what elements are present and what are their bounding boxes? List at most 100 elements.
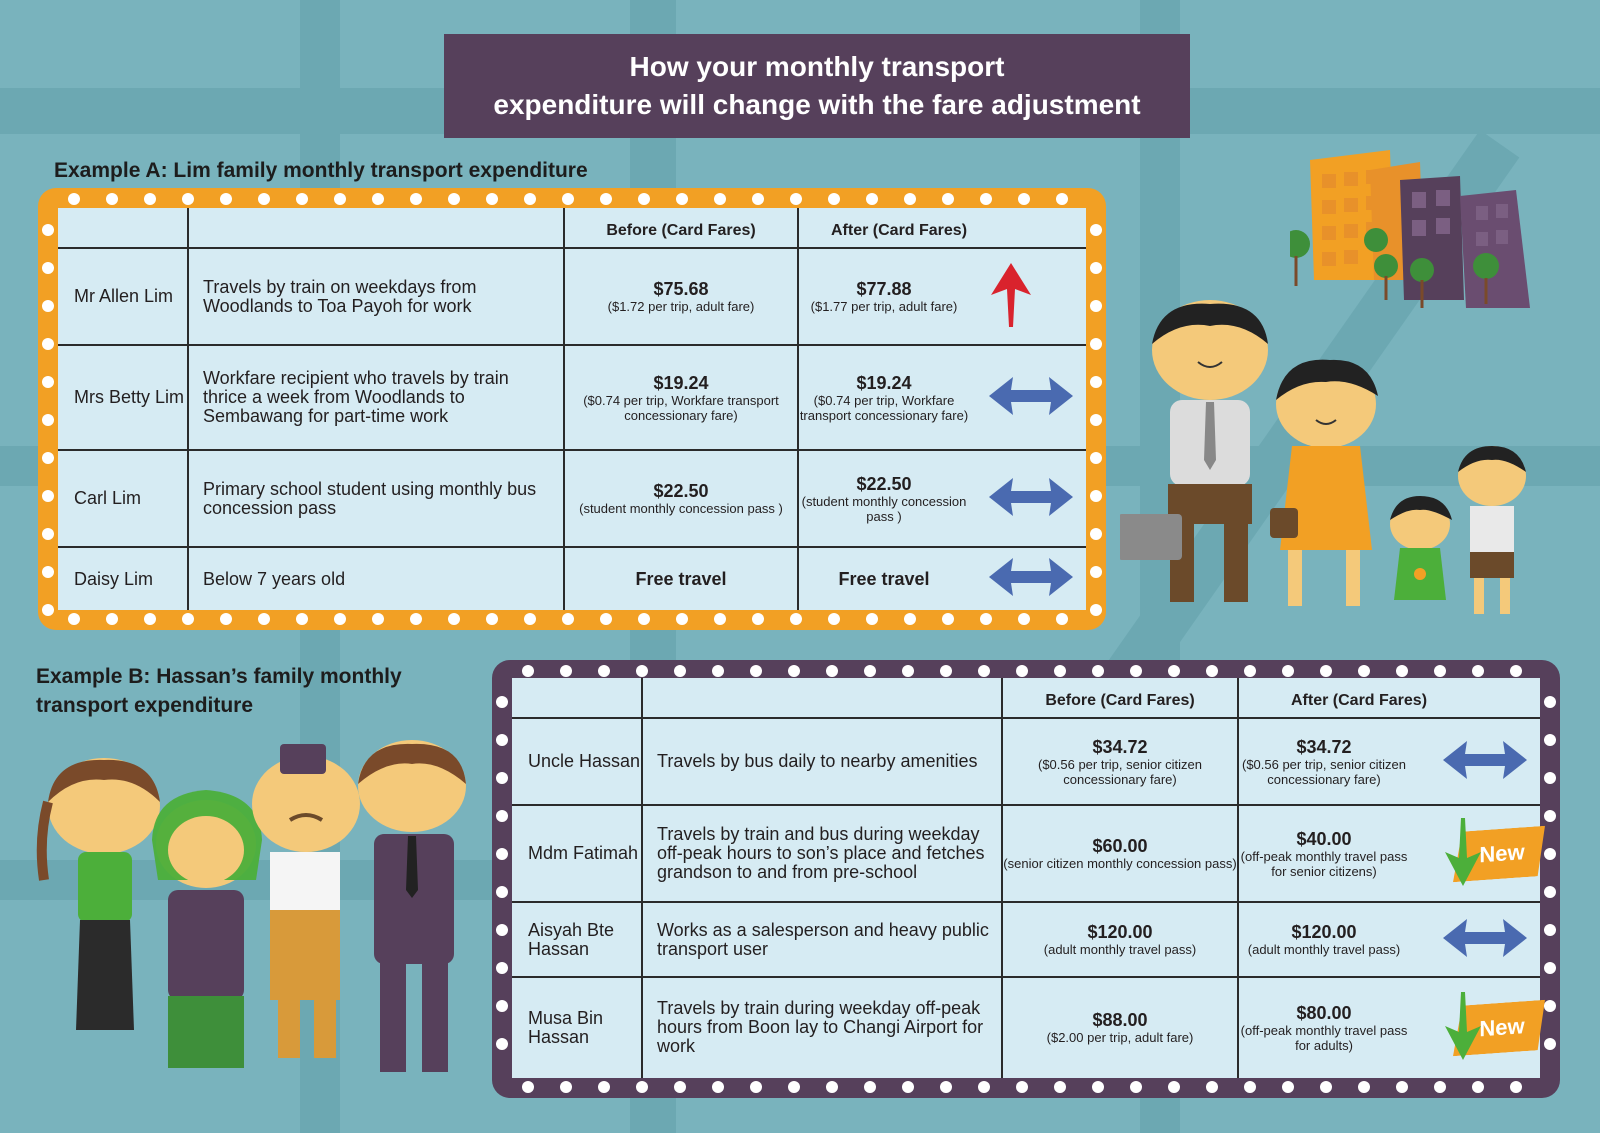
frame-light bbox=[942, 193, 954, 205]
frame-light bbox=[334, 193, 346, 205]
member-name: Aisyah Bte Hassan bbox=[512, 901, 643, 978]
frame-light bbox=[42, 528, 54, 540]
table-header-row: Before (Card Fares) After (Card Fares) bbox=[58, 208, 1086, 250]
example-b-table: Before (Card Fares) After (Card Fares) U… bbox=[512, 678, 1540, 1078]
frame-light bbox=[1244, 665, 1256, 677]
fare-before: $34.72($0.56 per trip, senior citizen co… bbox=[1001, 718, 1239, 807]
frame-light bbox=[1056, 613, 1068, 625]
frame-light bbox=[42, 452, 54, 464]
frame-light bbox=[106, 193, 118, 205]
fare-before-amount: $22.50 bbox=[653, 481, 709, 502]
frame-light bbox=[1090, 566, 1102, 578]
frame-light bbox=[1544, 1000, 1556, 1012]
frame-light bbox=[496, 810, 508, 822]
frame-light bbox=[496, 886, 508, 898]
frame-light bbox=[296, 193, 308, 205]
header-before: Before (Card Fares) bbox=[1001, 678, 1239, 720]
frame-light bbox=[1090, 224, 1102, 236]
frame-light bbox=[42, 414, 54, 426]
fare-before-note: (adult monthly travel pass) bbox=[1043, 942, 1197, 958]
header-after-label: After (Card Fares) bbox=[831, 222, 968, 240]
fare-after: $40.00(off-peak monthly travel pass for … bbox=[1237, 804, 1540, 904]
table-header-row: Before (Card Fares) After (Card Fares) bbox=[512, 678, 1540, 720]
frame-light bbox=[1358, 665, 1370, 677]
down-arrow-icon bbox=[1443, 991, 1483, 1064]
example-b-heading-line-1: Example B: Hassan’s family monthly bbox=[36, 665, 402, 688]
frame-light bbox=[1130, 665, 1142, 677]
fare-before: Free travel bbox=[563, 546, 799, 610]
fare-after: Free travel bbox=[797, 546, 1086, 610]
frame-light bbox=[1472, 1081, 1484, 1093]
fare-before-note: (student monthly concession pass ) bbox=[579, 501, 783, 517]
frame-light bbox=[1358, 1081, 1370, 1093]
frame-light bbox=[522, 1081, 534, 1093]
frame-light bbox=[904, 193, 916, 205]
frame-light bbox=[864, 1081, 876, 1093]
header-description bbox=[641, 678, 1003, 720]
frame-light bbox=[636, 665, 648, 677]
frame-light bbox=[1206, 1081, 1218, 1093]
fare-after-content: Free travel bbox=[799, 548, 1086, 610]
frame-light bbox=[1016, 1081, 1028, 1093]
frame-light bbox=[638, 193, 650, 205]
frame-light bbox=[1396, 665, 1408, 677]
frame-light bbox=[448, 613, 460, 625]
frame-light bbox=[42, 604, 54, 616]
fare-after: $80.00(off-peak monthly travel pass for … bbox=[1237, 975, 1540, 1078]
buildings-illustration bbox=[1290, 150, 1530, 308]
frame-light bbox=[496, 848, 508, 860]
frame-light bbox=[42, 490, 54, 502]
frame-light bbox=[182, 193, 194, 205]
fare-after-amount: $80.00 bbox=[1296, 1002, 1352, 1023]
frame-light bbox=[1130, 1081, 1142, 1093]
frame-light bbox=[1092, 1081, 1104, 1093]
fare-after-text: $120.00(adult monthly travel pass) bbox=[1239, 922, 1409, 957]
frame-light bbox=[1054, 1081, 1066, 1093]
frame-light bbox=[674, 1081, 686, 1093]
fare-after-text: $19.24($0.74 per trip, Workfare transpor… bbox=[799, 373, 969, 423]
frame-light bbox=[1544, 810, 1556, 822]
frame-light bbox=[42, 376, 54, 388]
frame-light bbox=[904, 613, 916, 625]
fare-before-note: ($0.56 per trip, senior citizen concessi… bbox=[1037, 756, 1203, 787]
fare-after-note: (off-peak monthly travel pass for senior… bbox=[1240, 848, 1408, 879]
frame-light bbox=[636, 1081, 648, 1093]
fare-after-content: $120.00(adult monthly travel pass) bbox=[1239, 903, 1540, 976]
frame-light bbox=[1090, 604, 1102, 616]
member-description: Travels by train on weekdays from Woodla… bbox=[187, 248, 565, 347]
title-banner: How your monthly transport expenditure w… bbox=[444, 34, 1190, 138]
frame-light bbox=[68, 613, 80, 625]
frame-light bbox=[1320, 665, 1332, 677]
fare-after: $19.24($0.74 per trip, Workfare transpor… bbox=[797, 344, 1086, 452]
frame-light bbox=[496, 1038, 508, 1050]
fare-after-note: (student monthly concession pass ) bbox=[801, 493, 967, 524]
frame-light bbox=[1544, 1038, 1556, 1050]
frame-light bbox=[410, 613, 422, 625]
frame-light bbox=[1090, 262, 1102, 274]
frame-light bbox=[220, 613, 232, 625]
member-description: Below 7 years old bbox=[187, 546, 565, 610]
frame-light bbox=[1472, 665, 1484, 677]
fare-after-text: $77.88($1.77 per trip, adult fare) bbox=[799, 279, 969, 314]
frame-light bbox=[978, 1081, 990, 1093]
frame-light bbox=[714, 613, 726, 625]
fare-after-note: (off-peak monthly travel pass for adults… bbox=[1240, 1022, 1408, 1053]
fare-before: $88.00($2.00 per trip, adult fare) bbox=[1001, 975, 1239, 1078]
fare-before-note: ($1.72 per trip, adult fare) bbox=[607, 299, 755, 315]
frame-light bbox=[1168, 1081, 1180, 1093]
fare-before-amount: Free travel bbox=[635, 569, 727, 590]
frame-light bbox=[496, 1000, 508, 1012]
frame-light bbox=[496, 924, 508, 936]
header-before: Before (Card Fares) bbox=[563, 208, 799, 250]
fare-before-note: (senior citizen monthly concession pass) bbox=[1003, 856, 1237, 872]
frame-light bbox=[1054, 665, 1066, 677]
frame-light bbox=[790, 613, 802, 625]
member-description: Travels by train and bus during weekday … bbox=[641, 804, 1003, 904]
frame-light bbox=[144, 613, 156, 625]
frame-light bbox=[182, 613, 194, 625]
fare-before-amount: $88.00 bbox=[1092, 1010, 1148, 1031]
fare-after-amount: $34.72 bbox=[1296, 736, 1352, 757]
fare-after-text: $34.72($0.56 per trip, senior citizen co… bbox=[1239, 737, 1409, 787]
fare-after-text: $40.00(off-peak monthly travel pass for … bbox=[1239, 829, 1409, 879]
